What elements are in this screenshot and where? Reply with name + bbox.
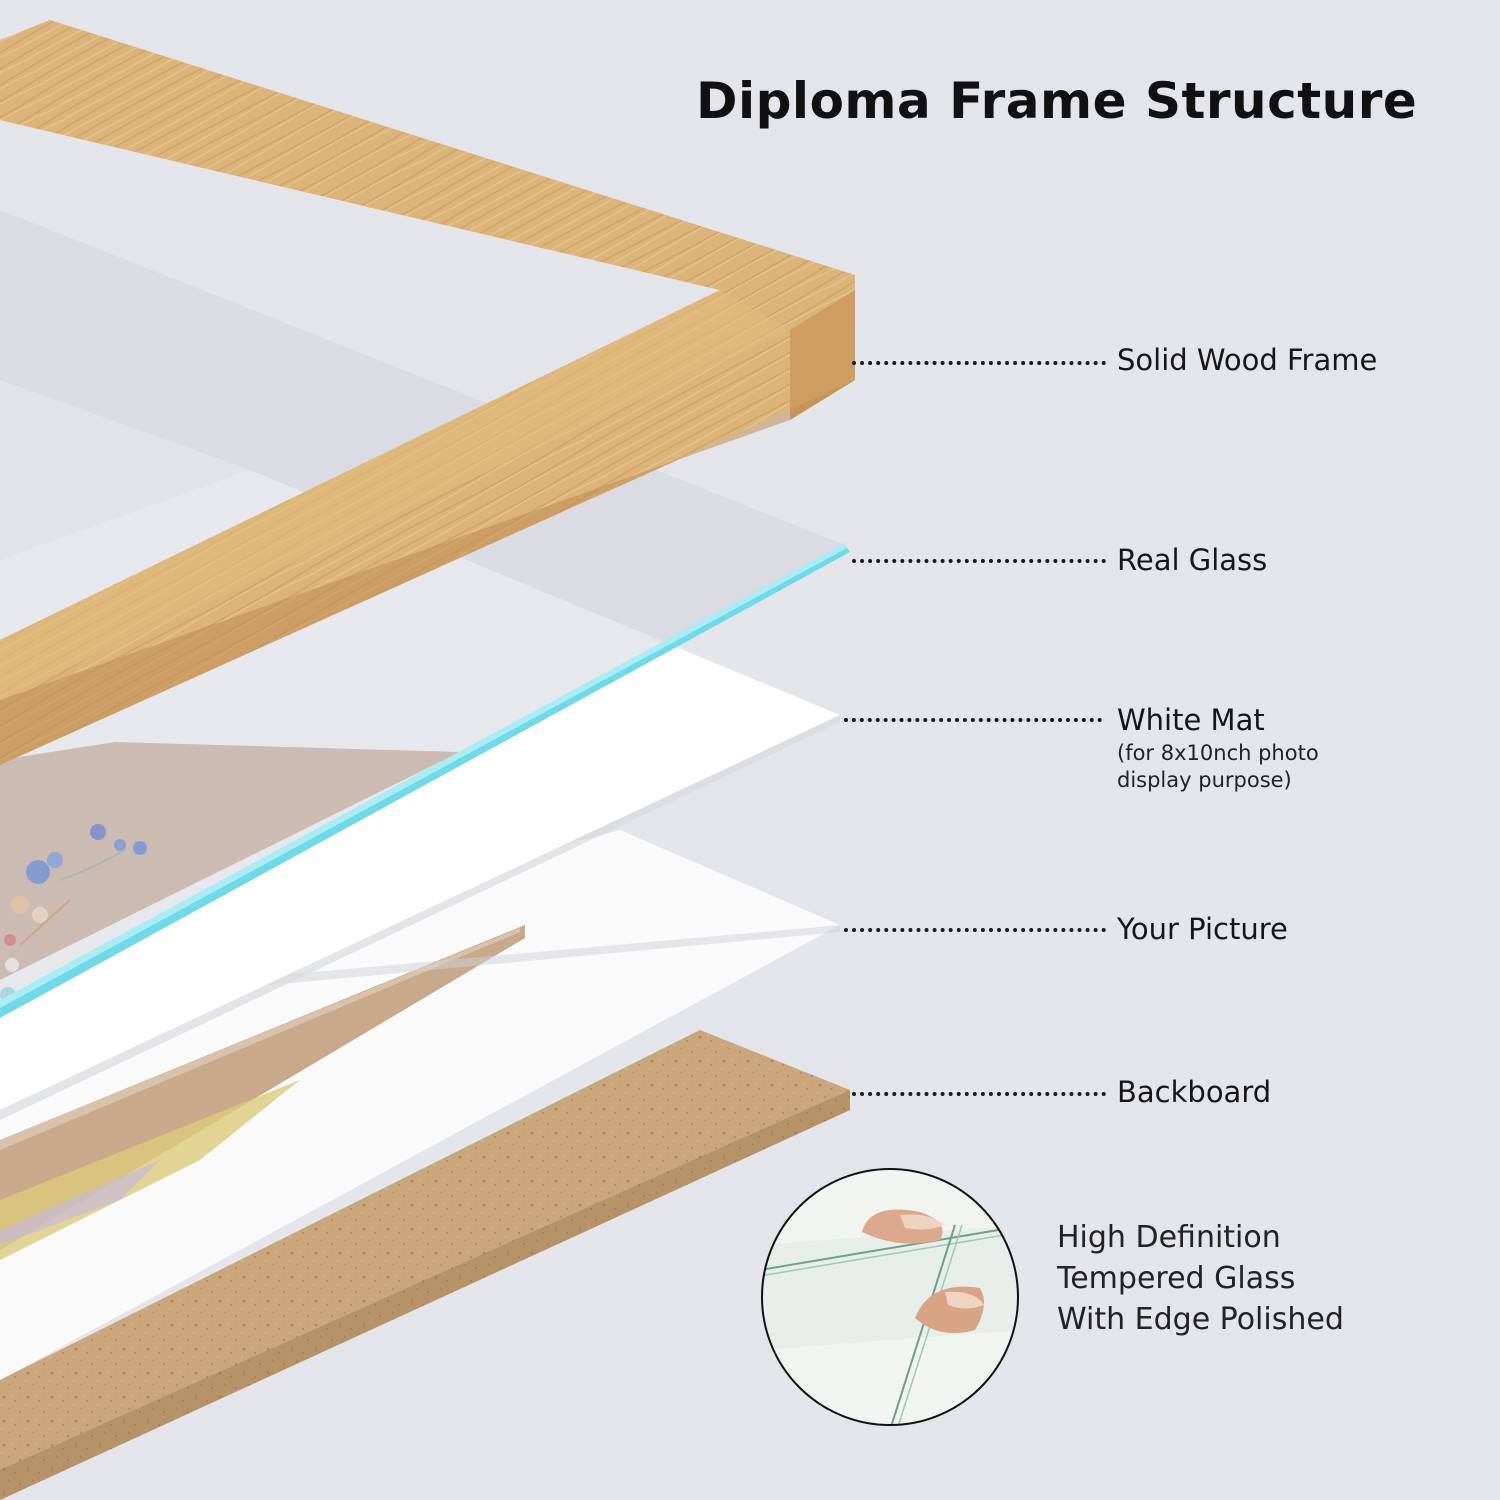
leader-line-white-mat	[844, 718, 1102, 722]
label-backboard: Backboard	[1117, 1075, 1272, 1109]
glass-closeup-lens	[761, 1168, 1019, 1426]
backboard-layer	[0, 1030, 850, 1500]
label-white-mat: White Mat	[1117, 703, 1265, 737]
glass-feature-text: High Definition Tempered Glass With Edge…	[1057, 1217, 1344, 1340]
glass-feature-line-2: Tempered Glass	[1057, 1261, 1296, 1296]
white-mat-note-line-2: display purpose)	[1117, 768, 1292, 792]
glass-feature-line-1: High Definition	[1057, 1220, 1281, 1255]
white-mat-note: (for 8x10nch photo display purpose)	[1117, 740, 1319, 794]
leader-line-wood-frame	[852, 361, 1106, 365]
glass-layer	[0, 210, 850, 1018]
glass-feature-line-3: With Edge Polished	[1057, 1302, 1344, 1337]
wood-frame	[0, 20, 855, 765]
label-real-glass: Real Glass	[1117, 543, 1268, 577]
leader-line-your-picture	[844, 928, 1106, 932]
white-mat-note-line-1: (for 8x10nch photo	[1117, 741, 1319, 765]
label-your-picture: Your Picture	[1117, 912, 1288, 946]
page-title: Diploma Frame Structure	[696, 72, 1418, 130]
leader-line-real-glass	[852, 559, 1106, 563]
label-solid-wood-frame: Solid Wood Frame	[1117, 343, 1378, 377]
leader-line-backboard	[852, 1092, 1106, 1096]
